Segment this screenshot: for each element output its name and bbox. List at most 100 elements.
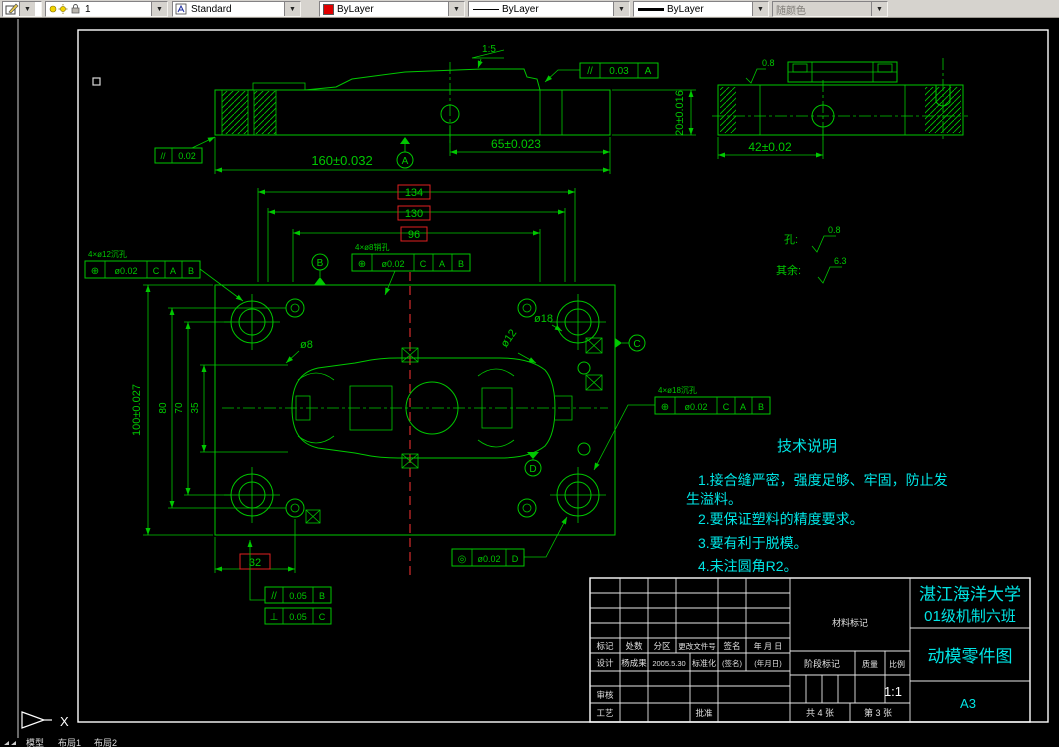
guide-hole: [550, 467, 606, 523]
tb-r1c5: 签名: [723, 641, 740, 651]
slope-mark: 1:5: [471, 44, 505, 69]
tech-notes: 技术说明 1.接合缝严密，强度足够、牢固，防止发 生溢料。 2.要保证塑料的精度…: [686, 438, 948, 574]
layout-tab-bar: 模型 布局1 布局2: [4, 737, 117, 747]
fcf-sym: ⊕: [661, 402, 669, 413]
lineweight-combo-value: ByLayer: [667, 3, 704, 15]
finish-notes: 孔: 0.8 其余: 6.3: [776, 225, 847, 284]
text-style-value: Standard: [191, 3, 232, 15]
layer-combo-value: 1: [85, 3, 91, 15]
fcf-val: ø0.02: [114, 266, 137, 276]
slope-label: 1:5: [482, 44, 496, 55]
layer-state-icons: [49, 4, 80, 14]
fcf-position-left: 4×ø12沉孔 ⊕ ø0.02 C A B: [84, 250, 244, 302]
tb-stage: 阶段标记: [804, 658, 840, 669]
fcf-parallel-b: // 0.05 B: [264, 586, 332, 604]
screw-hole: [517, 498, 537, 518]
ucs-icon: X: [21, 711, 69, 729]
linetype-combo[interactable]: ByLayer ▼: [468, 1, 630, 17]
dim-35: 35: [190, 402, 201, 414]
tb-mass: 质量: [862, 659, 878, 669]
fcf-sym: //: [271, 591, 277, 602]
text-style-combo[interactable]: Standard ▼: [172, 1, 301, 17]
datum-d-triangle: [527, 452, 539, 459]
guide-hole: [224, 294, 280, 350]
fcf-datum: B: [758, 402, 764, 412]
tab-layout1[interactable]: 布局1: [58, 737, 81, 747]
tb-r1c3: 分区: [653, 641, 671, 651]
fcf-datum: C: [420, 259, 427, 269]
fcf-sym: ⊥: [270, 612, 279, 623]
linetype-sample: [473, 8, 499, 10]
fcf-parallel-a: // 0.03 A: [544, 62, 659, 83]
tb-total-sheets: 共 4 张: [806, 708, 834, 718]
hole-label: 孔:: [784, 233, 798, 246]
surface-finish-icon: [817, 266, 842, 284]
guide-hole: [224, 467, 280, 523]
dropdown-arrow-icon[interactable]: ▼: [448, 2, 464, 16]
dropdown-arrow-icon[interactable]: ▼: [752, 2, 768, 16]
fcf-note: 4×ø8销孔: [355, 242, 389, 252]
fcf-position-right: 4×ø18沉孔 ⊕ ø0.02 C A B: [593, 386, 771, 471]
layer-tool-combo[interactable]: ▼: [2, 1, 42, 17]
rest-finish-val: 6.3: [834, 256, 847, 266]
fcf-datum: C: [723, 402, 730, 412]
side-view: 160±0.032 65±0.023 20±0.016 A: [154, 44, 696, 174]
dropdown-arrow-icon[interactable]: ▼: [284, 2, 300, 16]
dropdown-arrow-icon[interactable]: ▼: [19, 2, 35, 16]
pin-section: [305, 337, 603, 524]
dim-dia18: ø18: [534, 313, 553, 325]
tb-material: 材料标记: [832, 617, 868, 628]
title-block: 标记 处数 分区 更改文件号 签名 年 月 日 设计 杨成果 2005.5.30…: [589, 577, 1031, 723]
fcf-datum: A: [740, 402, 746, 412]
tb-r1c2: 处数: [625, 641, 643, 651]
ucs-x-label: X: [60, 714, 69, 729]
fcf-position-middle: 4×ø8销孔 ⊕ ø0.02 C A B: [351, 242, 471, 296]
end-view: 0.8 42±0.02: [712, 58, 968, 159]
fcf-sym: ⊕: [358, 259, 366, 270]
tab-layout2[interactable]: 布局2: [94, 737, 117, 747]
grip-point[interactable]: [92, 77, 101, 86]
datum-c-triangle: [615, 338, 622, 348]
tb-sheet-size: A3: [960, 696, 976, 711]
tb-school: 湛江海洋大学: [919, 585, 1021, 604]
fcf-datum: A: [439, 259, 445, 269]
lineweight-combo[interactable]: ByLayer ▼: [633, 1, 769, 17]
tab-model[interactable]: 模型: [26, 738, 44, 747]
properties-toolbar: ▼ 1 ▼ Standard ▼ ByLayer ▼: [0, 0, 1059, 18]
pin-hole: [577, 361, 591, 375]
color-combo[interactable]: ByLayer ▼: [319, 1, 465, 17]
fcf-datum: A: [645, 66, 652, 77]
datum-d-label: D: [529, 464, 536, 475]
style-icon: [175, 3, 187, 15]
fcf-val: ø0.02: [684, 402, 707, 412]
dropdown-arrow-icon: ▼: [871, 2, 887, 16]
fcf-val: 0.03: [609, 66, 629, 77]
dim-100: 100±0.027: [131, 384, 143, 436]
dim-130: 130: [405, 208, 423, 220]
fcf-datum: B: [458, 259, 464, 269]
datum-a-label: A: [402, 156, 409, 167]
drawing-canvas[interactable]: 160±0.032 65±0.023 20±0.016 A: [0, 18, 1059, 747]
fcf-note: 4×ø12沉孔: [88, 250, 127, 259]
fcf-perpendicular-c: ⊥ 0.05 C: [247, 540, 332, 625]
lineweight-sample: [638, 7, 664, 11]
tb-shenhe: 审核: [596, 690, 614, 700]
plan-view: 134 130 96 4×ø12沉孔 ⊕ ø0.02 C A B: [84, 184, 771, 625]
dropdown-arrow-icon[interactable]: ▼: [613, 2, 629, 16]
tb-r1c6: 年 月 日: [754, 641, 782, 651]
note-line: 生溢料。: [686, 491, 742, 507]
datum-a-triangle: [400, 137, 410, 144]
tb-r2c3: 2005.5.30: [652, 659, 685, 668]
drawing-svg: 160±0.032 65±0.023 20±0.016 A: [4, 19, 1049, 747]
tb-r2c4: 标准化: [692, 658, 716, 668]
plotstyle-combo: 随颜色 ▼: [772, 1, 888, 17]
tb-scale-label: 比例: [889, 659, 905, 669]
note-line: 3.要有利于脱模。: [698, 535, 808, 551]
datum-b-label: B: [317, 258, 324, 269]
layer-combo[interactable]: 1 ▼: [45, 1, 168, 17]
dropdown-arrow-icon[interactable]: ▼: [151, 2, 167, 16]
fcf-val: ø0.02: [477, 554, 500, 564]
datum-c-label: C: [633, 339, 640, 350]
linetype-combo-value: ByLayer: [502, 3, 539, 15]
